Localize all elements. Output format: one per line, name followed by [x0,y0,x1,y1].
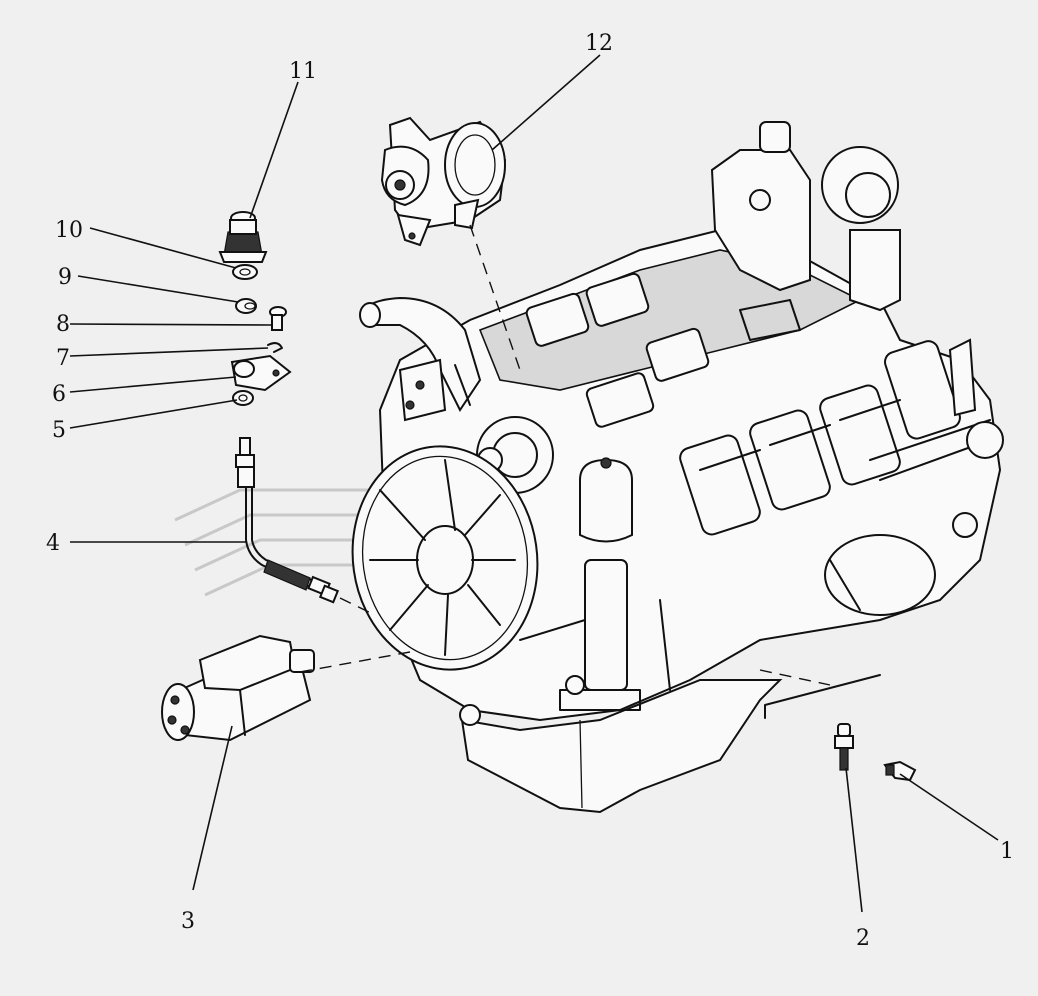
cylinder-heads [679,340,961,536]
left-bank [525,272,710,428]
part-12-alternator [380,116,507,247]
part-1-sensor [883,760,917,782]
leader-5 [69,399,238,429]
leader-8 [69,323,273,326]
part-8-bolt [269,306,287,331]
bracket-line [764,674,881,719]
part-4-hose [235,437,340,604]
callout-2: 2 [856,926,870,951]
leader-10 [89,227,237,269]
callout-3: 3 [181,909,195,934]
leader-2 [845,767,863,913]
leader-3 [192,725,233,891]
callout-5: 5 [52,418,66,443]
callout-9: 9 [58,265,72,290]
part-5-washer [232,390,254,406]
part-9-ring [235,298,257,314]
part-7-clip [267,342,283,353]
part-11-pressure-sensor [218,211,268,263]
callout-12: 12 [585,31,613,56]
part-10-washer [232,264,258,280]
leader-11 [249,81,299,219]
callout-11: 11 [289,59,317,84]
oil-filter [579,457,633,543]
callout-4: 4 [46,531,60,556]
leader-7 [69,347,269,357]
leader-9 [77,275,239,303]
callout-10: 10 [55,218,83,243]
callout-labels: 1 2 3 4 5 6 7 8 9 10 11 12 [46,31,1014,951]
fan-pulley [351,445,539,671]
leader-1 [899,773,999,841]
leader-6 [69,376,237,393]
leader-lines [69,54,999,913]
callout-8: 8 [56,312,70,337]
part-3-starter [161,634,315,742]
assembly-lines [299,224,831,686]
engine-block [359,121,1004,814]
callout-1: 1 [1000,839,1014,864]
part-2-sensor [834,723,854,771]
callout-6: 6 [52,382,66,407]
part-6-flange [230,354,292,392]
leader-12 [491,54,601,151]
callout-7: 7 [56,346,70,371]
